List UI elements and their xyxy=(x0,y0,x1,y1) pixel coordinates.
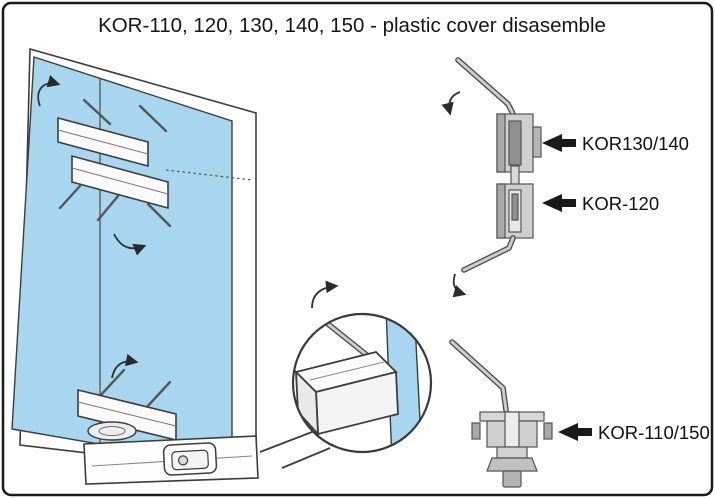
kor120-part xyxy=(496,183,534,239)
top-wire-pin xyxy=(456,58,515,116)
upper-clip-body xyxy=(71,154,169,210)
upper-clip-pin xyxy=(82,98,112,126)
bottom-assembly-wire-pin xyxy=(450,340,508,412)
pointer-arrow-kor130-140 xyxy=(542,134,576,152)
power-switch xyxy=(162,442,218,476)
upper-clip-pin xyxy=(138,104,168,133)
rotate-arrow-icon xyxy=(452,273,467,298)
label-kor110-150: KOR-110/150 xyxy=(598,422,710,443)
magnifier-leader-line xyxy=(259,431,313,453)
magnifier-leader-line xyxy=(281,447,331,469)
bottom-wire-pin xyxy=(462,236,515,272)
lower-clip-seam xyxy=(77,401,177,427)
label-kor120: KOR-120 xyxy=(582,193,659,214)
kor110-150-part xyxy=(471,411,553,488)
pointer-arrow-kor120 xyxy=(542,194,576,212)
rotate-arrow-icon xyxy=(37,75,61,107)
rotate-arrow-icon xyxy=(441,91,461,116)
zoom-clip-side-face xyxy=(294,369,320,437)
magnifier-detail xyxy=(259,280,433,469)
upper-clip-pin xyxy=(146,202,172,228)
rotate-arrow-icon xyxy=(311,280,339,309)
label-kor130-140: KOR130/140 xyxy=(582,133,689,154)
rotate-arrow-icon xyxy=(113,233,147,256)
kor130-140-part xyxy=(496,113,542,173)
upper-clip-pin xyxy=(58,184,82,210)
panel-assembly xyxy=(11,47,259,485)
panel-dashed-line xyxy=(165,169,253,181)
top-exploded-view: KOR130/140 KOR-120 xyxy=(441,57,689,298)
caster-foot-inner xyxy=(98,426,126,436)
zoom-clip-seam xyxy=(309,361,385,381)
lower-clip-pin xyxy=(144,380,172,410)
upper-clip-pin xyxy=(96,194,120,222)
upper-clip-seam xyxy=(57,129,149,155)
rotate-arrow-icon xyxy=(111,353,139,379)
switch-knob-icon xyxy=(177,455,189,466)
magnifier-circle xyxy=(291,312,433,454)
bottom-exploded-view: KOR-110/150 xyxy=(449,339,710,488)
upper-clip-assembly xyxy=(57,98,172,228)
magnifier-content xyxy=(294,314,423,452)
diagram-title: KOR-110, 120, 130, 140, 150 - plastic co… xyxy=(98,14,606,37)
pointer-arrow-kor110-150 xyxy=(558,423,592,441)
upper-clip-seam xyxy=(71,167,169,195)
lower-clip-pin xyxy=(98,368,126,398)
caster-foot xyxy=(87,421,137,441)
